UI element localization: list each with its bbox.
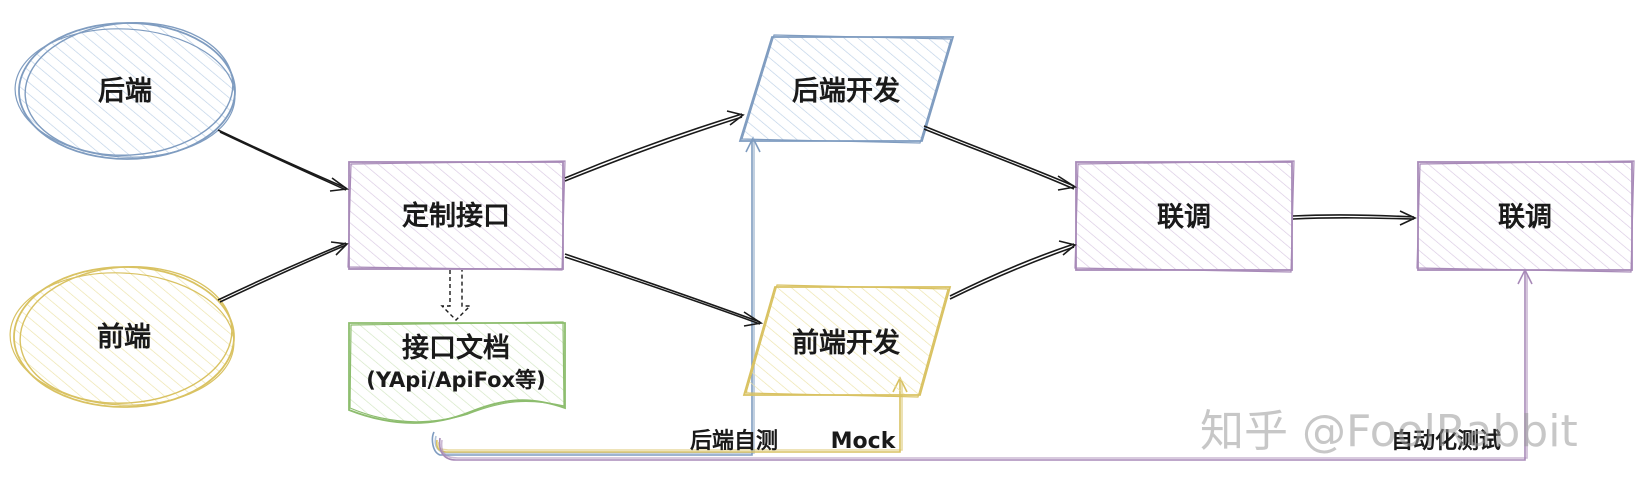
node-custom-api: 定制接口 [347, 160, 566, 271]
integration-1-label: 联调 [1157, 202, 1211, 233]
api-doc-tools-label: (YApi/ApiFox等) [366, 368, 546, 392]
auto-test-label: 自动化测试 [1391, 428, 1501, 454]
arrow-custom-api-to-backend-dev [564, 110, 745, 182]
node-frontend-dev: 前端开发 [742, 284, 952, 398]
arrow-custom-api-to-frontend-dev [564, 253, 764, 327]
flow-arrows [217, 110, 1417, 327]
arrow-integration-to-integration [1292, 210, 1417, 226]
node-api-doc: 接口文档 (YApi/ApiFox等) [348, 321, 566, 424]
arrow-frontend-dev-to-integration [949, 240, 1077, 300]
mock-label: Mock [831, 429, 897, 454]
node-backend: 后端 [14, 22, 236, 160]
node-backend-dev: 后端开发 [738, 34, 955, 144]
node-integration-2: 联调 [1416, 160, 1635, 273]
custom-api-label: 定制接口 [402, 200, 510, 232]
node-integration-1: 联调 [1074, 160, 1295, 273]
arrow-frontend-to-custom-api [217, 241, 349, 303]
custom-api-to-doc-arrow [440, 270, 472, 321]
watermark: 知乎 @FoolRabbit [1200, 406, 1578, 457]
arrow-backend-to-custom-api [217, 129, 350, 192]
backend-self-test-label: 后端自测 [690, 428, 778, 454]
auto-test-line [438, 272, 1526, 461]
integration-2-label: 联调 [1498, 202, 1552, 233]
node-frontend: 前端 [9, 266, 235, 408]
mock-line [435, 380, 901, 453]
backend-self-test-line [431, 140, 753, 456]
backend-dev-label: 后端开发 [792, 75, 900, 107]
frontend-label: 前端 [97, 321, 151, 353]
backend-label: 后端 [98, 76, 152, 107]
frontend-dev-label: 前端开发 [792, 327, 900, 359]
api-doc-label: 接口文档 [402, 332, 510, 364]
arrow-backend-dev-to-integration [923, 125, 1078, 191]
